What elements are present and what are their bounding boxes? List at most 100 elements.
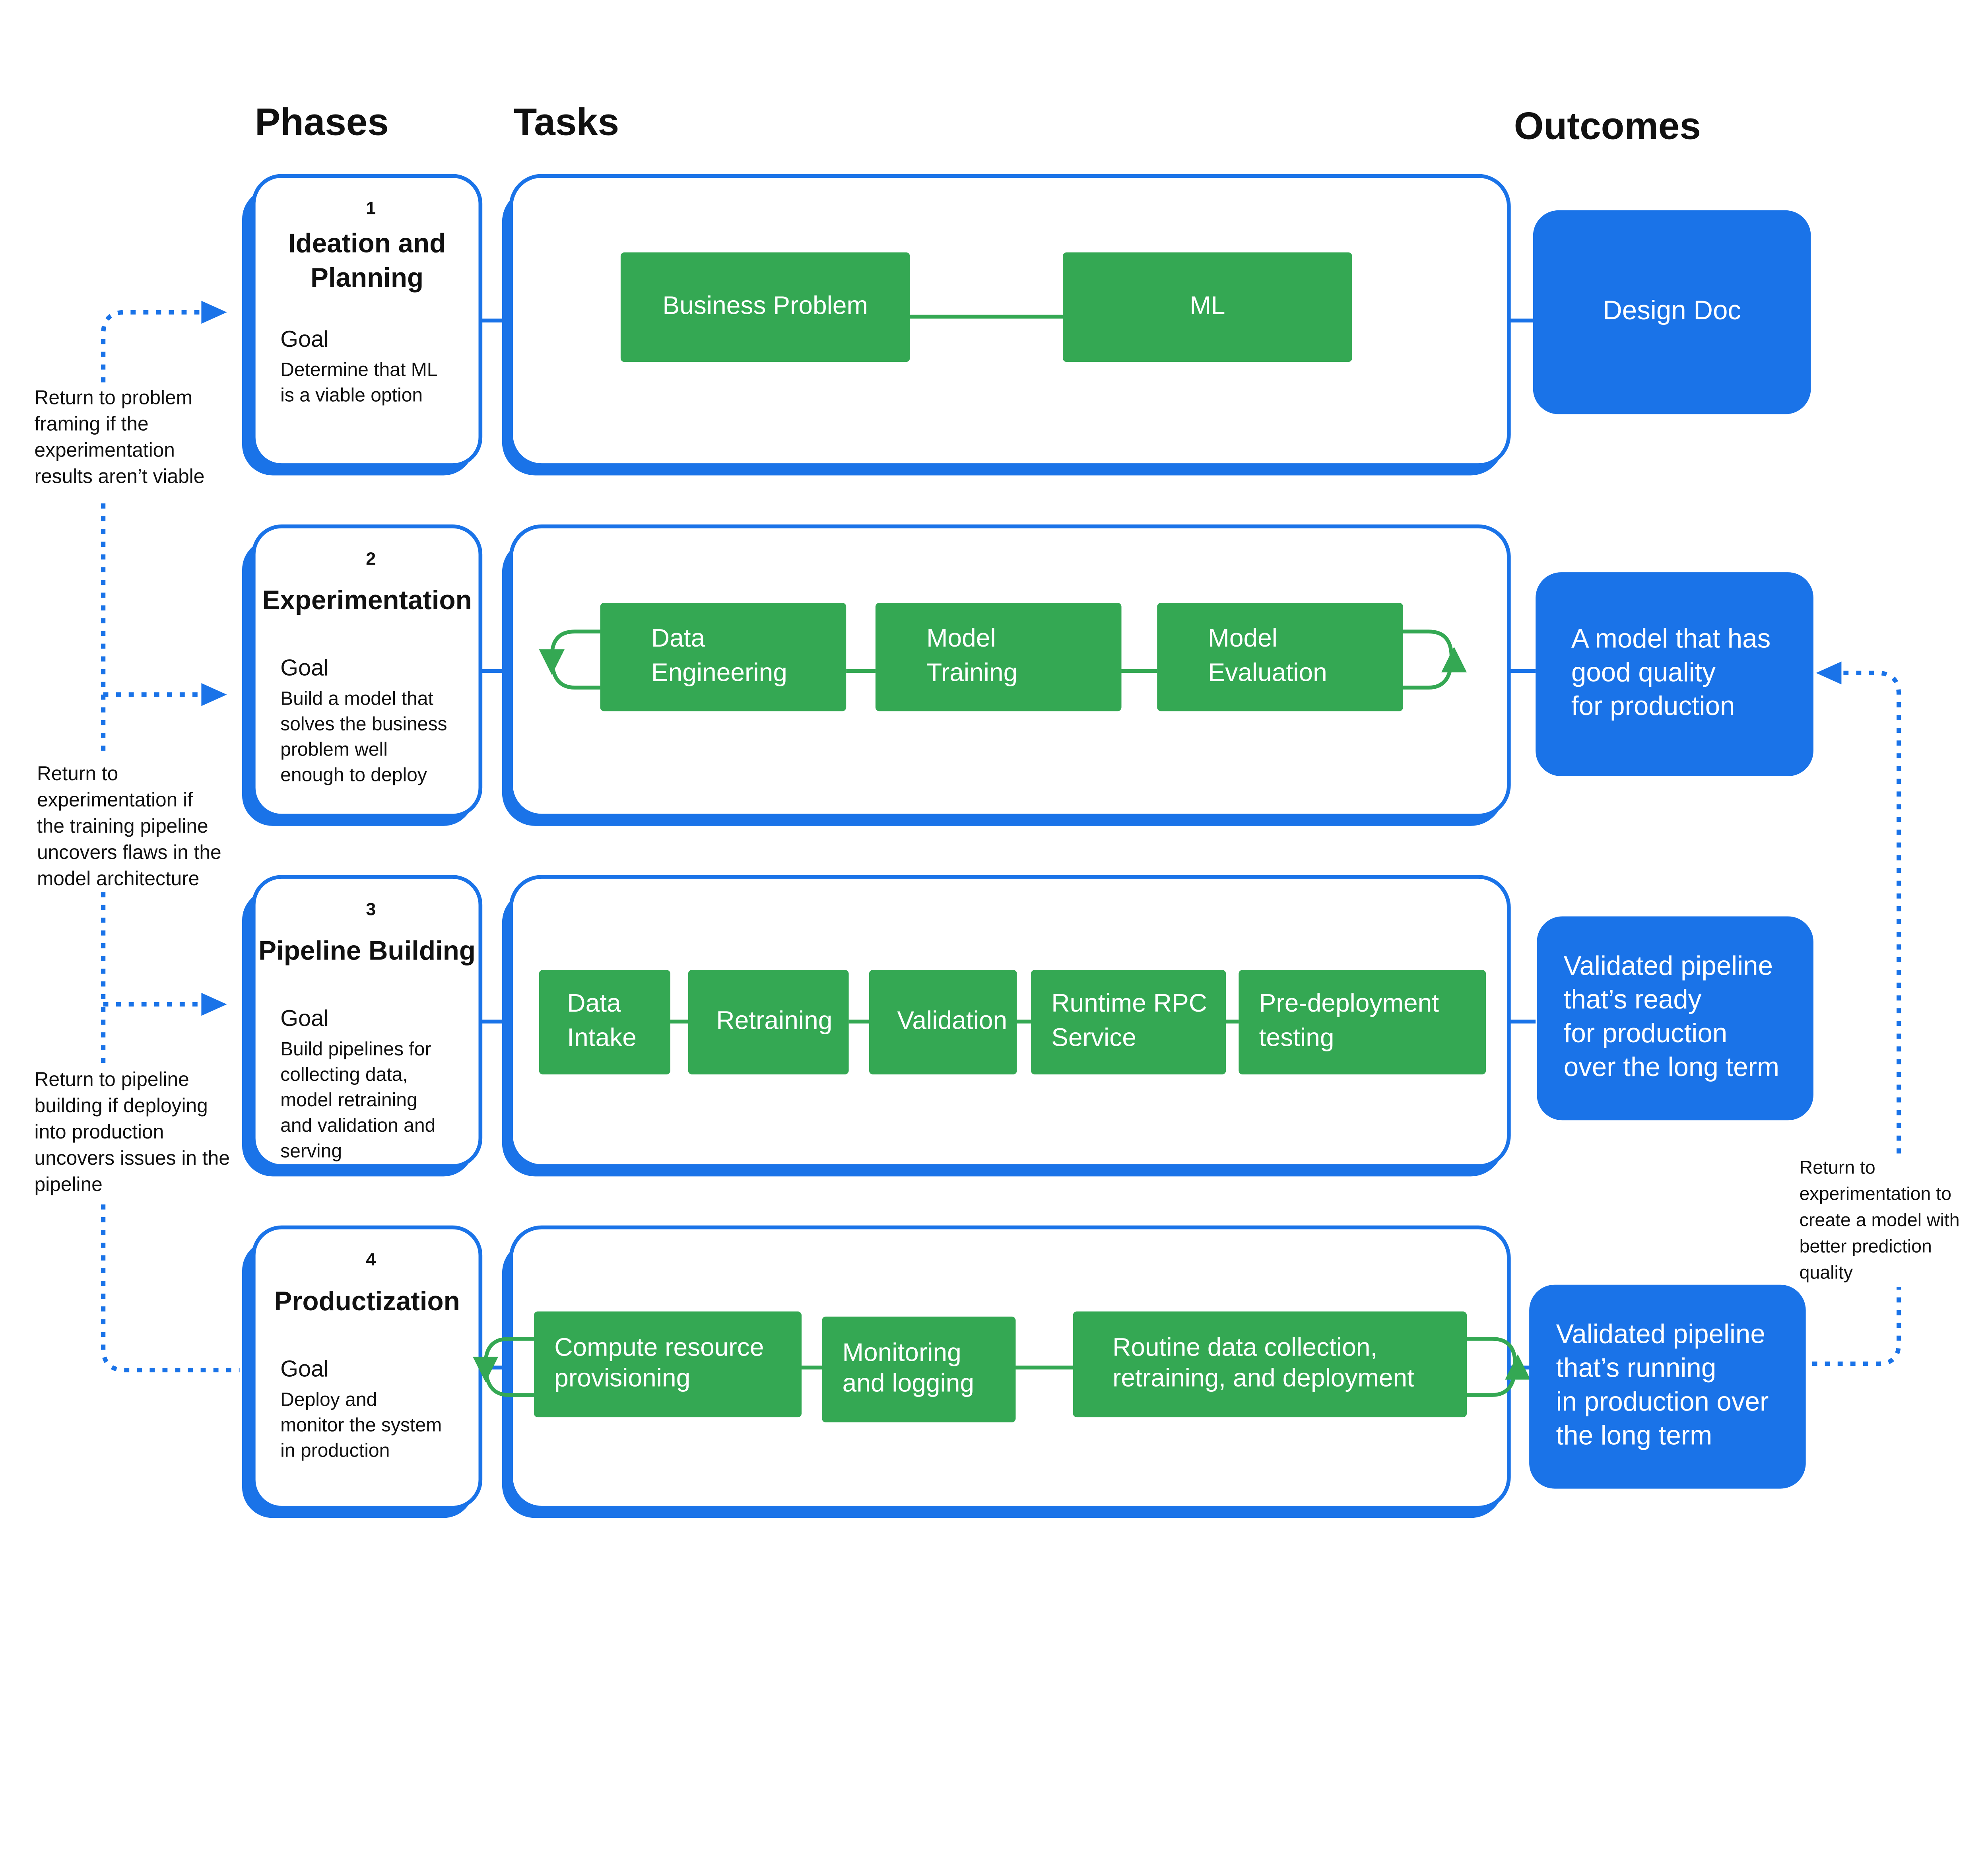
goal-text: model retraining	[280, 1089, 417, 1111]
task-label: Validation	[897, 1006, 1007, 1034]
feedback-note-text: Return to problem	[35, 386, 192, 408]
feedback-note-text: Return to	[1800, 1157, 1875, 1177]
outcome-box-bg	[1529, 1284, 1806, 1489]
feedback-note-text: results aren’t viable	[35, 465, 205, 487]
arrow-head-icon	[1816, 661, 1842, 685]
phase-number: 3	[366, 899, 376, 919]
task-label: retraining, and deployment	[1112, 1363, 1414, 1392]
outcome-label: Design Doc	[1603, 295, 1741, 325]
feedback-note-text: create a model with	[1800, 1209, 1960, 1230]
goal-label: Goal	[280, 1006, 329, 1031]
feedback-note-1: Return to problem framing if the experimen…	[35, 386, 205, 487]
feedback-note-text: framing if the	[35, 412, 149, 435]
feedback-notes: Return to problem framing if the experimen…	[35, 386, 1960, 1282]
feedback-note-text: experimentation	[35, 439, 175, 461]
phase-title: Planning	[311, 263, 423, 293]
goal-label: Goal	[280, 655, 329, 681]
feedback-note-text: building if deploying	[35, 1094, 208, 1117]
outcome-label: for production	[1564, 1018, 1728, 1048]
task-label: Model	[1208, 624, 1277, 652]
outcome-label: the long term	[1556, 1420, 1712, 1450]
goal-text: collecting data,	[280, 1064, 408, 1085]
task-box-bg	[1031, 970, 1226, 1074]
task-box-bg	[875, 603, 1122, 711]
outcome-label: for production	[1571, 691, 1735, 721]
arrow-head-icon	[201, 993, 227, 1016]
goal-text: serving	[280, 1140, 342, 1162]
task-box-bg	[822, 1316, 1016, 1422]
phase-title: Pipeline Building	[258, 936, 476, 965]
card-body	[252, 875, 483, 1168]
feedback-note-text: quality	[1800, 1262, 1853, 1282]
task-label: and logging	[843, 1368, 974, 1397]
outcome-box-bg	[1533, 210, 1811, 414]
outcome-box-bg	[1537, 916, 1813, 1121]
feedback-line-right	[1812, 1287, 1901, 1366]
outcome-box-bg	[1536, 572, 1813, 776]
goal-text: Deploy and	[280, 1389, 377, 1410]
task-box-bg	[1063, 252, 1352, 362]
task-box-bg	[1157, 603, 1403, 711]
feedback-line-right	[1841, 670, 1901, 1154]
task-box-bg	[869, 970, 1017, 1074]
feedback-note-text: Return to pipeline	[35, 1068, 189, 1090]
task-box-bg	[688, 970, 849, 1074]
outcome-label: A model that has	[1571, 624, 1771, 653]
task-label: Engineering	[651, 658, 787, 686]
phases-header: Phases	[255, 101, 389, 144]
feedback-arrows	[101, 301, 1901, 1373]
task-box: Retraining	[688, 970, 849, 1074]
feedback-line-left	[101, 1204, 240, 1373]
phase-title: Experimentation	[262, 585, 472, 615]
task-box: Routine data collection,retraining, and …	[1073, 1311, 1467, 1418]
feedback-note-text: experimentation to	[1800, 1183, 1951, 1204]
task-label: Compute resource	[554, 1333, 764, 1362]
task-box-bg	[600, 603, 846, 711]
feedback-note-text: better prediction	[1800, 1235, 1932, 1256]
goal-text: is a viable option	[280, 385, 423, 406]
goal-text: enough to deploy	[280, 764, 427, 786]
goal-text: and validation and	[280, 1115, 435, 1136]
task-box: ML	[1063, 252, 1352, 362]
task-box-bg	[1239, 970, 1486, 1074]
task-label: Routine data collection,	[1112, 1333, 1377, 1362]
phase-title: Ideation and	[288, 229, 446, 258]
phase-number: 2	[366, 548, 376, 569]
phase-number: 1	[366, 198, 376, 218]
task-label: Intake	[567, 1023, 637, 1052]
goal-text: monitor the system	[280, 1414, 442, 1436]
outcome-label: over the long term	[1564, 1052, 1779, 1082]
outcome-label: good quality	[1571, 657, 1716, 687]
task-label: Pre-deployment	[1259, 989, 1439, 1017]
card-body	[252, 524, 483, 818]
outcome-box-1: Design Doc	[1533, 210, 1811, 414]
feedback-line-left	[101, 310, 204, 383]
task-box: Business Problem	[620, 252, 910, 362]
card-body	[252, 174, 483, 467]
outcome-label: Validated pipeline	[1564, 951, 1773, 981]
outcome-label: Validated pipeline	[1556, 1319, 1765, 1349]
task-label: Retraining	[716, 1006, 832, 1034]
feedback-note-text: the training pipeline	[37, 815, 208, 837]
task-label: Model	[926, 624, 996, 652]
outcome-label: that’s ready	[1564, 985, 1702, 1014]
goal-label: Goal	[280, 326, 329, 352]
